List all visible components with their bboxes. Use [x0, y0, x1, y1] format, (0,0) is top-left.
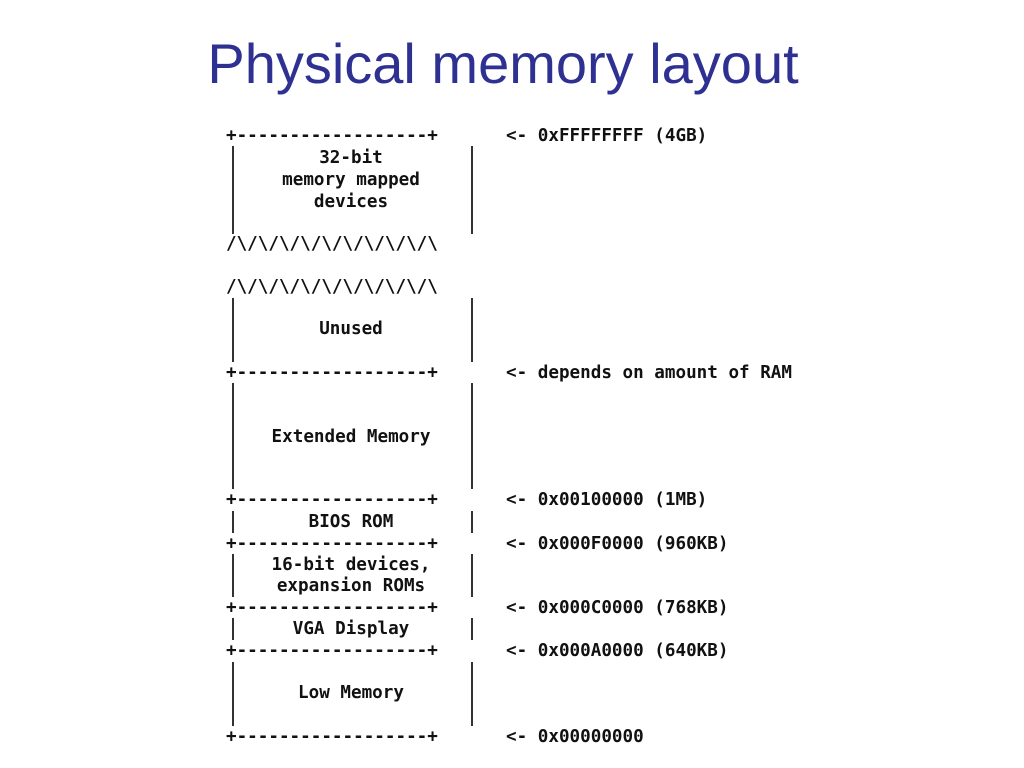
region-border-ram-top: +------------------+ [226, 363, 438, 383]
region-left-wall [232, 618, 234, 640]
address-label-768kb: <- 0x000C0000 (768KB) [506, 598, 729, 618]
address-label-1mb: <- 0x00100000 (1MB) [506, 490, 708, 510]
region-border-bottom: +------------------+ [226, 727, 438, 747]
region-label-expansion-roms: expansion ROMs [276, 576, 426, 596]
address-label-zero: <- 0x00000000 [506, 727, 644, 747]
address-gap-break-bottom: /\/\/\/\/\/\/\/\/\/\ [226, 277, 438, 297]
region-right-wall [471, 146, 473, 234]
region-right-wall [471, 383, 473, 489]
region-left-wall [232, 146, 234, 234]
address-gap-break-top: /\/\/\/\/\/\/\/\/\/\ [226, 234, 438, 254]
region-right-wall [471, 511, 473, 533]
address-label-4gb: <- 0xFFFFFFFF (4GB) [506, 126, 708, 146]
region-border-top: +------------------+ [226, 126, 438, 146]
region-border-960kb: +------------------+ [226, 534, 438, 554]
region-label-32bit: 32-bit [319, 148, 383, 168]
region-border-640kb: +------------------+ [226, 641, 438, 661]
address-label-640kb: <- 0x000A0000 (640KB) [506, 641, 729, 661]
region-right-wall [471, 298, 473, 362]
region-label-low-memory: Low Memory [298, 683, 404, 703]
region-left-wall [232, 383, 234, 489]
page-title: Physical memory layout [207, 32, 799, 95]
region-right-wall [471, 662, 473, 726]
region-left-wall [232, 662, 234, 726]
region-label-16bit-devices: 16-bit devices, [271, 555, 431, 575]
region-label-vga-display: VGA Display [292, 619, 410, 639]
region-left-wall [232, 554, 234, 597]
address-label-ram: <- depends on amount of RAM [506, 363, 792, 383]
region-label-devices: devices [313, 192, 389, 212]
address-label-960kb: <- 0x000F0000 (960KB) [506, 534, 729, 554]
region-right-wall [471, 618, 473, 640]
region-label-extended-memory: Extended Memory [271, 427, 431, 447]
region-border-768kb: +------------------+ [226, 598, 438, 618]
region-left-wall [232, 511, 234, 533]
region-left-wall [232, 298, 234, 362]
region-label-bios-rom: BIOS ROM [308, 512, 394, 532]
region-label-unused: Unused [319, 319, 383, 339]
region-border-1mb: +------------------+ [226, 490, 438, 510]
region-label-memory-mapped: memory mapped [282, 170, 420, 190]
region-right-wall [471, 554, 473, 597]
